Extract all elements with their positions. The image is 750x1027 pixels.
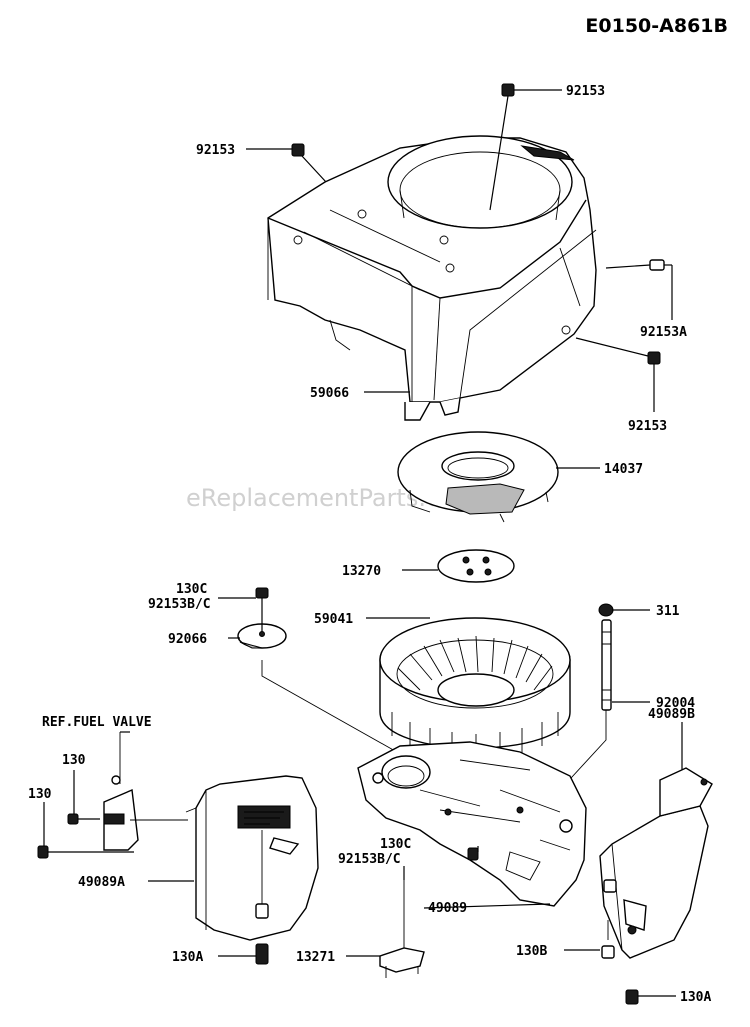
screw-130A-right [625,989,639,1005]
screw-130-b [37,845,134,859]
blower-housing-59066 [267,135,597,421]
shroud-49089B [599,767,713,959]
label-130C-top: 130C [176,582,207,597]
plate-13270 [437,549,515,583]
screw-92153-left [291,143,327,183]
screw-130A-left [255,943,269,965]
label-130C-mid: 130C [380,837,411,852]
label-92153BC-mid: 92153B/C [338,852,401,867]
label-130-b: 130 [28,787,52,802]
label-92004: 92004 [656,696,695,711]
label-59041: 59041 [314,612,353,627]
screen-14037 [397,431,559,523]
label-130B: 130B [516,944,547,959]
nut-311 [598,603,614,617]
screw-130C-top [255,587,269,632]
stud-92004 [559,619,612,791]
label-92153A: 92153A [640,325,687,340]
label-92153-right: 92153 [628,419,667,434]
baffle-49089 [357,741,587,907]
screw-92153-top [489,83,515,211]
label-92066: 92066 [168,632,207,647]
label-49089A: 49089A [78,875,125,890]
screw-130C-mid [467,847,479,861]
label-130A-right: 130A [680,990,711,1005]
label-13271: 13271 [296,950,335,965]
part-labels: 92153 92153 92153A 59066 92153 14037 132… [28,84,711,1005]
diagram-code: E0150-A861B [585,15,728,37]
leader-lines [43,89,683,997]
screw-130-a [67,813,100,825]
label-130A-left: 130A [172,950,203,965]
fan-59041 [379,617,571,762]
bracket-13271 [379,880,425,978]
shroud-49089A [103,732,319,941]
label-92153BC-top: 92153B/C [148,597,211,612]
label-13270: 13270 [342,564,381,579]
screw-92153A [605,259,665,271]
label-59066: 59066 [310,386,349,401]
label-14037: 14037 [604,462,643,477]
label-130-a: 130 [62,753,86,768]
label-49089: 49089 [428,901,467,916]
label-ref-fuel-valve: REF.FUEL VALVE [42,715,152,730]
screw-92153-right [575,337,661,365]
label-92153-left: 92153 [196,143,235,158]
label-92153-top: 92153 [566,84,605,99]
label-311: 311 [656,604,680,619]
label-49089B: 49089B [648,707,695,722]
